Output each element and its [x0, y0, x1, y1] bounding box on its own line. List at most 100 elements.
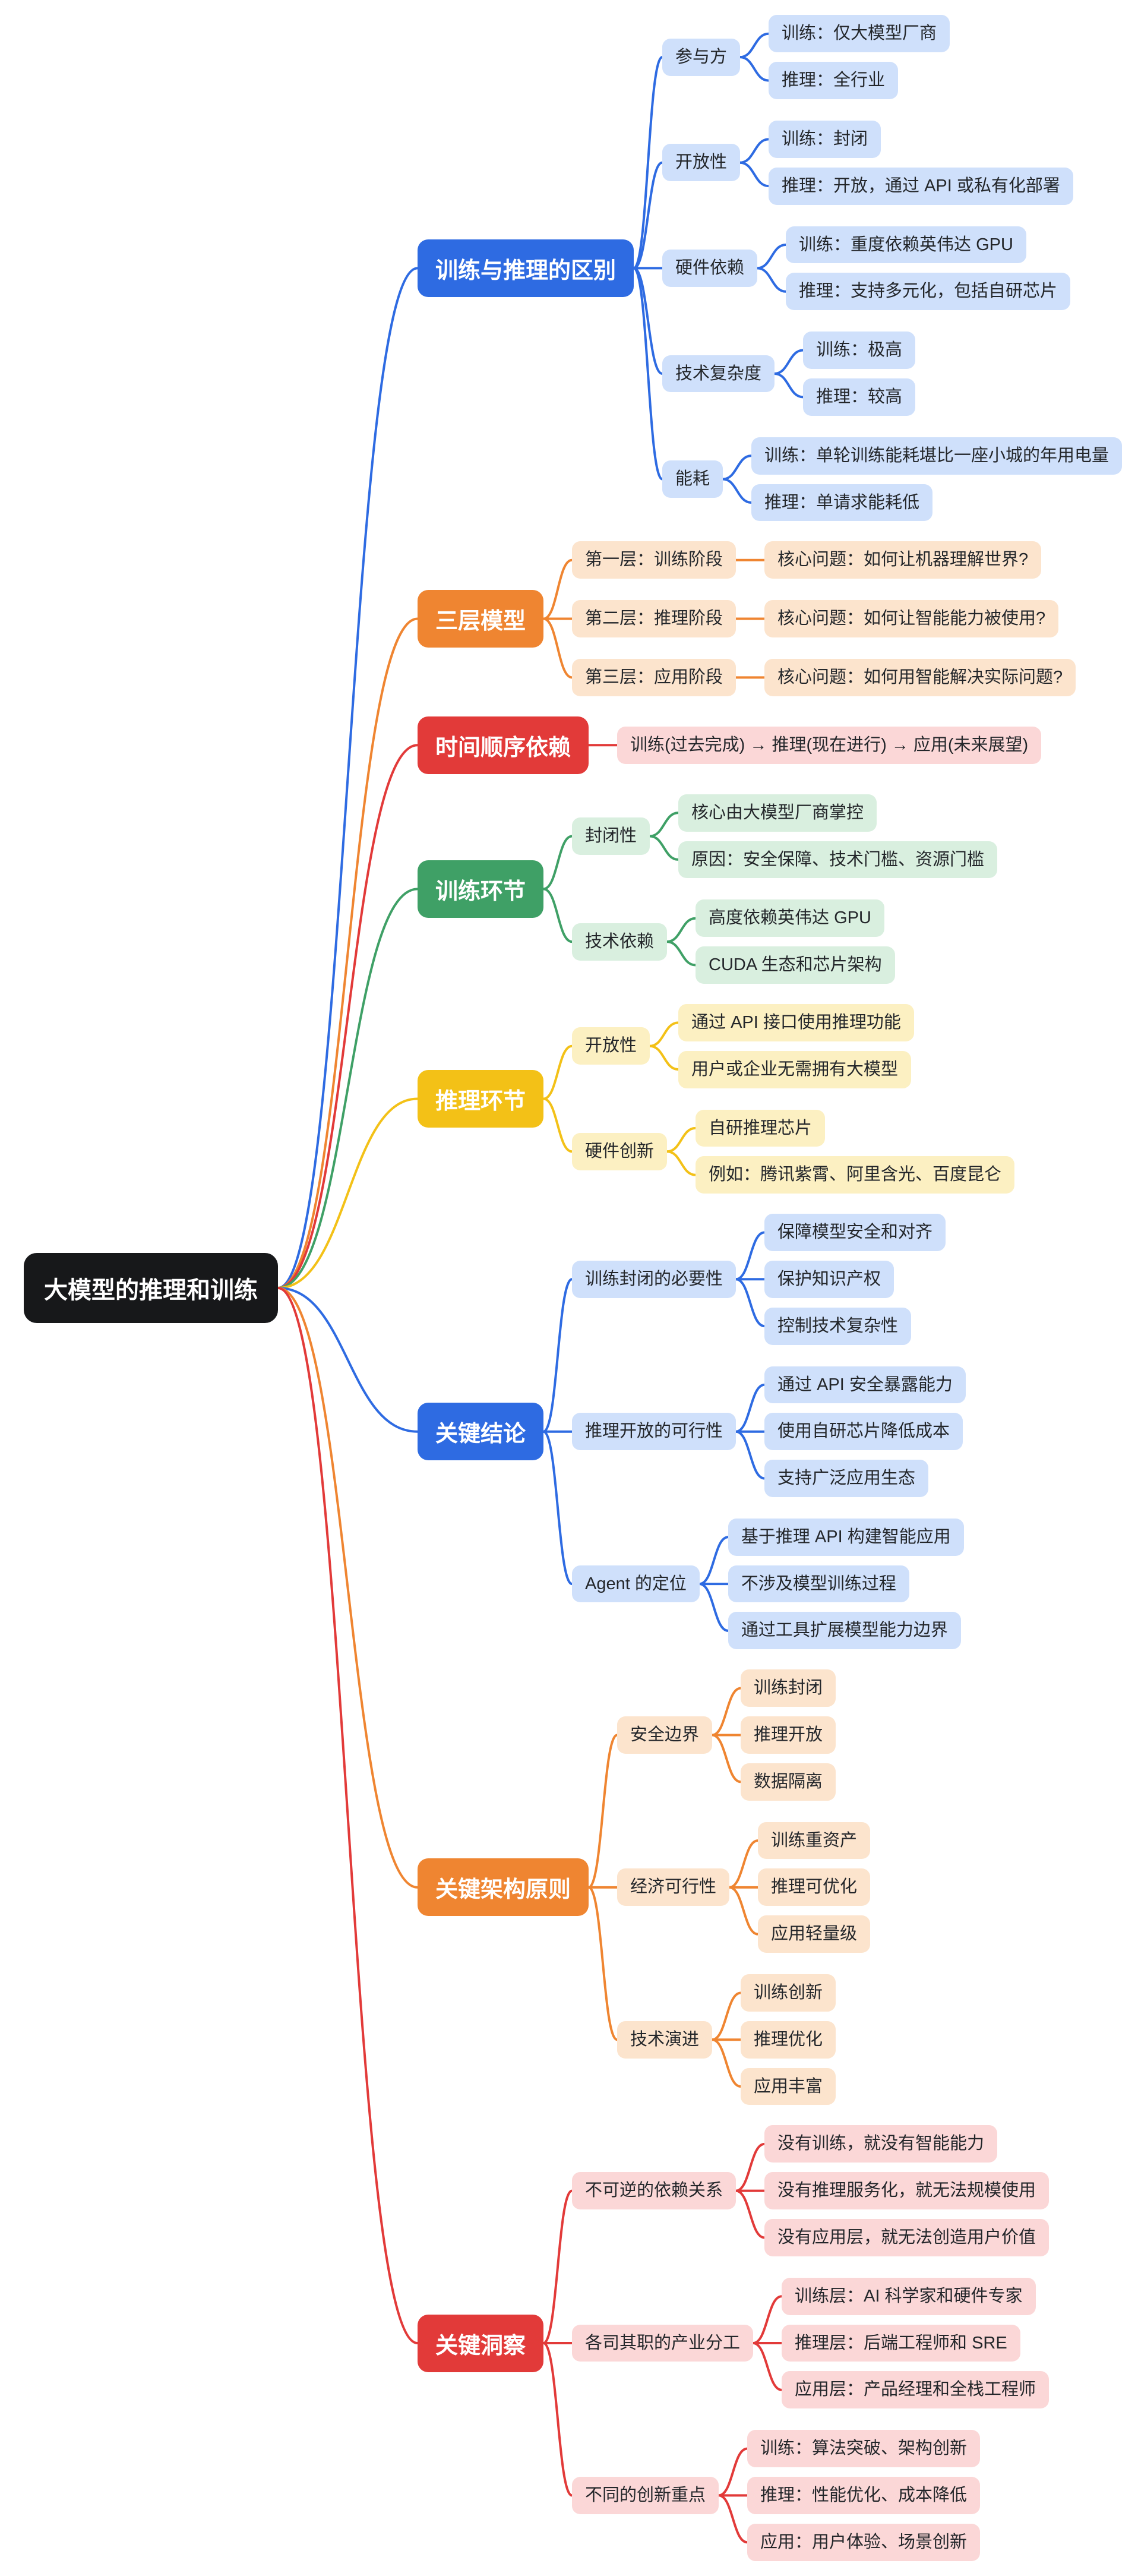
detail-node[interactable]: 没有应用层，就无法创造用户价值 [764, 2219, 1050, 2256]
mindmap-row: 支持广泛应用生态 [764, 1460, 966, 1497]
detail-node[interactable]: 没有推理服务化，就无法规模使用 [764, 2172, 1050, 2210]
branch-topic-node[interactable]: 训练与推理的区别 [418, 239, 634, 297]
detail-node[interactable]: 推理层：后端工程师和 SRE [782, 2324, 1020, 2362]
detail-node[interactable]: 应用丰富 [741, 2067, 836, 2105]
detail-node[interactable]: 核心由大模型厂商掌控 [678, 794, 877, 832]
subtopic-node[interactable]: 第一层：训练阶段 [572, 541, 736, 579]
children-group: 训练重资产推理可优化应用轻量级 [758, 1821, 871, 1953]
branch-topic-node[interactable]: 三层模型 [418, 590, 544, 648]
subtopic-node[interactable]: 参与方 [662, 38, 741, 76]
children-group: 训练：封闭推理：开放，通过 API 或私有化部署 [769, 120, 1073, 205]
branch-topic-node[interactable]: 推理环节 [418, 1070, 544, 1128]
subtopic-node[interactable]: 训练(过去完成) → 推理(现在进行) → 应用(未来展望) [617, 726, 1042, 764]
detail-node[interactable]: 使用自研芯片降低成本 [764, 1413, 963, 1451]
mindmap-row: 经济可行性训练重资产推理可优化应用轻量级 [617, 1821, 871, 1953]
detail-node[interactable]: 没有训练，就没有智能能力 [764, 2125, 998, 2163]
detail-node[interactable]: 核心问题：如何让智能能力被使用? [764, 600, 1059, 637]
detail-node[interactable]: 支持广泛应用生态 [764, 1460, 929, 1497]
detail-node[interactable]: 训练：重度依赖英伟达 GPU [786, 226, 1026, 264]
detail-node[interactable]: 保护知识产权 [764, 1260, 894, 1298]
subtopic-node[interactable]: 技术复杂度 [662, 355, 775, 393]
mindmap-row: 关键架构原则 安全边界训练封闭推理开放数据隔离经济可行性训练重资产推理可优化应用轻… [418, 1669, 1122, 2105]
detail-node[interactable]: 通过 API 安全暴露能力 [764, 1366, 966, 1404]
detail-node[interactable]: 控制技术复杂性 [764, 1307, 912, 1345]
detail-node[interactable]: 推理：开放，通过 API 或私有化部署 [769, 167, 1073, 205]
branch-topic-node[interactable]: 时间顺序依赖 [418, 716, 589, 774]
detail-node[interactable]: 训练重资产 [758, 1821, 871, 1860]
detail-node[interactable]: 例如：腾讯紫霄、阿里含光、百度昆仑 [696, 1156, 1015, 1194]
detail-node[interactable]: 核心问题：如何让机器理解世界? [764, 541, 1042, 579]
detail-node[interactable]: 应用：用户体验、场景创新 [747, 2523, 981, 2561]
detail-node[interactable]: 通过 API 接口使用推理功能 [678, 1003, 914, 1041]
detail-node[interactable]: 应用轻量级 [758, 1915, 871, 1953]
mindmap-row: 自研推理芯片 [696, 1109, 1014, 1147]
mindmap-row: 应用：用户体验、场景创新 [747, 2523, 981, 2561]
subtopic-node[interactable]: Agent 的定位 [572, 1565, 700, 1603]
subtopic-node[interactable]: 开放性 [662, 144, 741, 182]
children-group: 不可逆的依赖关系没有训练，就没有智能能力没有推理服务化，就无法规模使用没有应用层… [572, 2125, 1050, 2561]
detail-node[interactable]: CUDA 生态和芯片架构 [696, 946, 895, 984]
subtopic-node[interactable]: 封闭性 [572, 817, 650, 855]
subtopic-node[interactable]: 开放性 [572, 1027, 650, 1065]
mindmap-row: 各司其职的产业分工训练层：AI 科学家和硬件专家推理层：后端工程师和 SRE 应用… [572, 2277, 1050, 2409]
mindmap-row: 技术依赖高度依赖英伟达 GPU CUDA 生态和芯片架构 [572, 899, 997, 984]
detail-node[interactable]: 训练创新 [741, 1974, 836, 2012]
children-group: 高度依赖英伟达 GPU CUDA 生态和芯片架构 [696, 899, 895, 984]
branch-topic-node[interactable]: 训练环节 [418, 860, 544, 918]
detail-node[interactable]: 原因：安全保障、技术门槛、资源门槛 [678, 841, 998, 879]
mindmap-row: 推理开放 [741, 1716, 836, 1754]
children-group: 训练与推理的区别参与方训练：仅大模型厂商推理：全行业开放性训练：封闭推理：开放，… [418, 15, 1123, 2561]
detail-node[interactable]: 推理：性能优化、成本降低 [747, 2477, 981, 2514]
detail-node[interactable]: 自研推理芯片 [696, 1109, 826, 1147]
detail-node[interactable]: 不涉及模型训练过程 [728, 1565, 909, 1603]
detail-node[interactable]: 训练：仅大模型厂商 [769, 15, 950, 53]
subtopic-node[interactable]: 各司其职的产业分工 [572, 2324, 754, 2362]
detail-node[interactable]: 核心问题：如何用智能解决实际问题? [764, 658, 1076, 696]
mindmap-row: 数据隔离 [741, 1763, 836, 1801]
subtopic-node[interactable]: 技术依赖 [572, 923, 668, 961]
subtopic-node[interactable]: 训练封闭的必要性 [572, 1260, 736, 1298]
detail-node[interactable]: 训练：算法突破、架构创新 [747, 2430, 981, 2468]
mindmap-row: 推理：支持多元化，包括自研芯片 [786, 273, 1071, 311]
subtopic-node[interactable]: 不同的创新重点 [572, 2477, 719, 2514]
subtopic-node[interactable]: 第三层：应用阶段 [572, 658, 736, 696]
subtopic-node[interactable]: 安全边界 [617, 1716, 713, 1754]
mindmap-row: 保障模型安全和对齐 [764, 1214, 946, 1251]
detail-node[interactable]: 数据隔离 [741, 1763, 836, 1801]
detail-node[interactable]: 训练：封闭 [769, 120, 881, 158]
detail-node[interactable]: 训练：单轮训练能耗堪比一座小城的年用电量 [751, 437, 1123, 475]
mindmap-row: 控制技术复杂性 [764, 1307, 946, 1345]
detail-node[interactable]: 用户或企业无需拥有大模型 [678, 1050, 912, 1088]
branch-topic-node[interactable]: 关键结论 [418, 1403, 544, 1461]
subtopic-node[interactable]: 不可逆的依赖关系 [572, 2172, 736, 2210]
subtopic-node[interactable]: 第二层：推理阶段 [572, 600, 736, 637]
detail-node[interactable]: 推理：支持多元化，包括自研芯片 [786, 273, 1071, 311]
detail-node[interactable]: 推理：单请求能耗低 [751, 484, 933, 522]
children-group: 封闭性核心由大模型厂商掌控原因：安全保障、技术门槛、资源门槛技术依赖高度依赖英伟… [572, 794, 998, 984]
subtopic-node[interactable]: 硬件依赖 [662, 249, 758, 287]
detail-node[interactable]: 推理优化 [741, 2021, 836, 2059]
detail-node[interactable]: 推理可优化 [758, 1868, 871, 1906]
detail-node[interactable]: 应用层：产品经理和全栈工程师 [782, 2371, 1050, 2409]
detail-node[interactable]: 训练层：AI 科学家和硬件专家 [782, 2277, 1036, 2315]
detail-node[interactable]: 推理：较高 [803, 378, 916, 416]
subtopic-node[interactable]: 能耗 [662, 460, 723, 498]
mindmap-row: 推理可优化 [758, 1868, 871, 1906]
detail-node[interactable]: 基于推理 API 构建智能应用 [728, 1518, 964, 1556]
detail-node[interactable]: 保障模型安全和对齐 [764, 1214, 946, 1251]
root-topic-node[interactable]: 大模型的推理和训练 [24, 1253, 278, 1323]
detail-node[interactable]: 推理开放 [741, 1716, 836, 1754]
detail-node[interactable]: 通过工具扩展模型能力边界 [728, 1612, 961, 1650]
detail-node[interactable]: 训练封闭 [741, 1669, 836, 1707]
subtopic-node[interactable]: 经济可行性 [617, 1868, 730, 1906]
mindmap-row: 训练封闭 [741, 1669, 836, 1707]
subtopic-node[interactable]: 推理开放的可行性 [572, 1413, 736, 1451]
detail-node[interactable]: 高度依赖英伟达 GPU [696, 899, 884, 937]
subtopic-node[interactable]: 技术演进 [617, 2021, 713, 2059]
mindmap-row: 第二层：推理阶段核心问题：如何让智能能力被使用? [572, 600, 1076, 637]
detail-node[interactable]: 推理：全行业 [769, 62, 899, 99]
branch-topic-node[interactable]: 关键架构原则 [418, 1858, 589, 1917]
detail-node[interactable]: 训练：极高 [803, 332, 916, 369]
subtopic-node[interactable]: 硬件创新 [572, 1132, 668, 1170]
branch-topic-node[interactable]: 关键洞察 [418, 2314, 544, 2372]
